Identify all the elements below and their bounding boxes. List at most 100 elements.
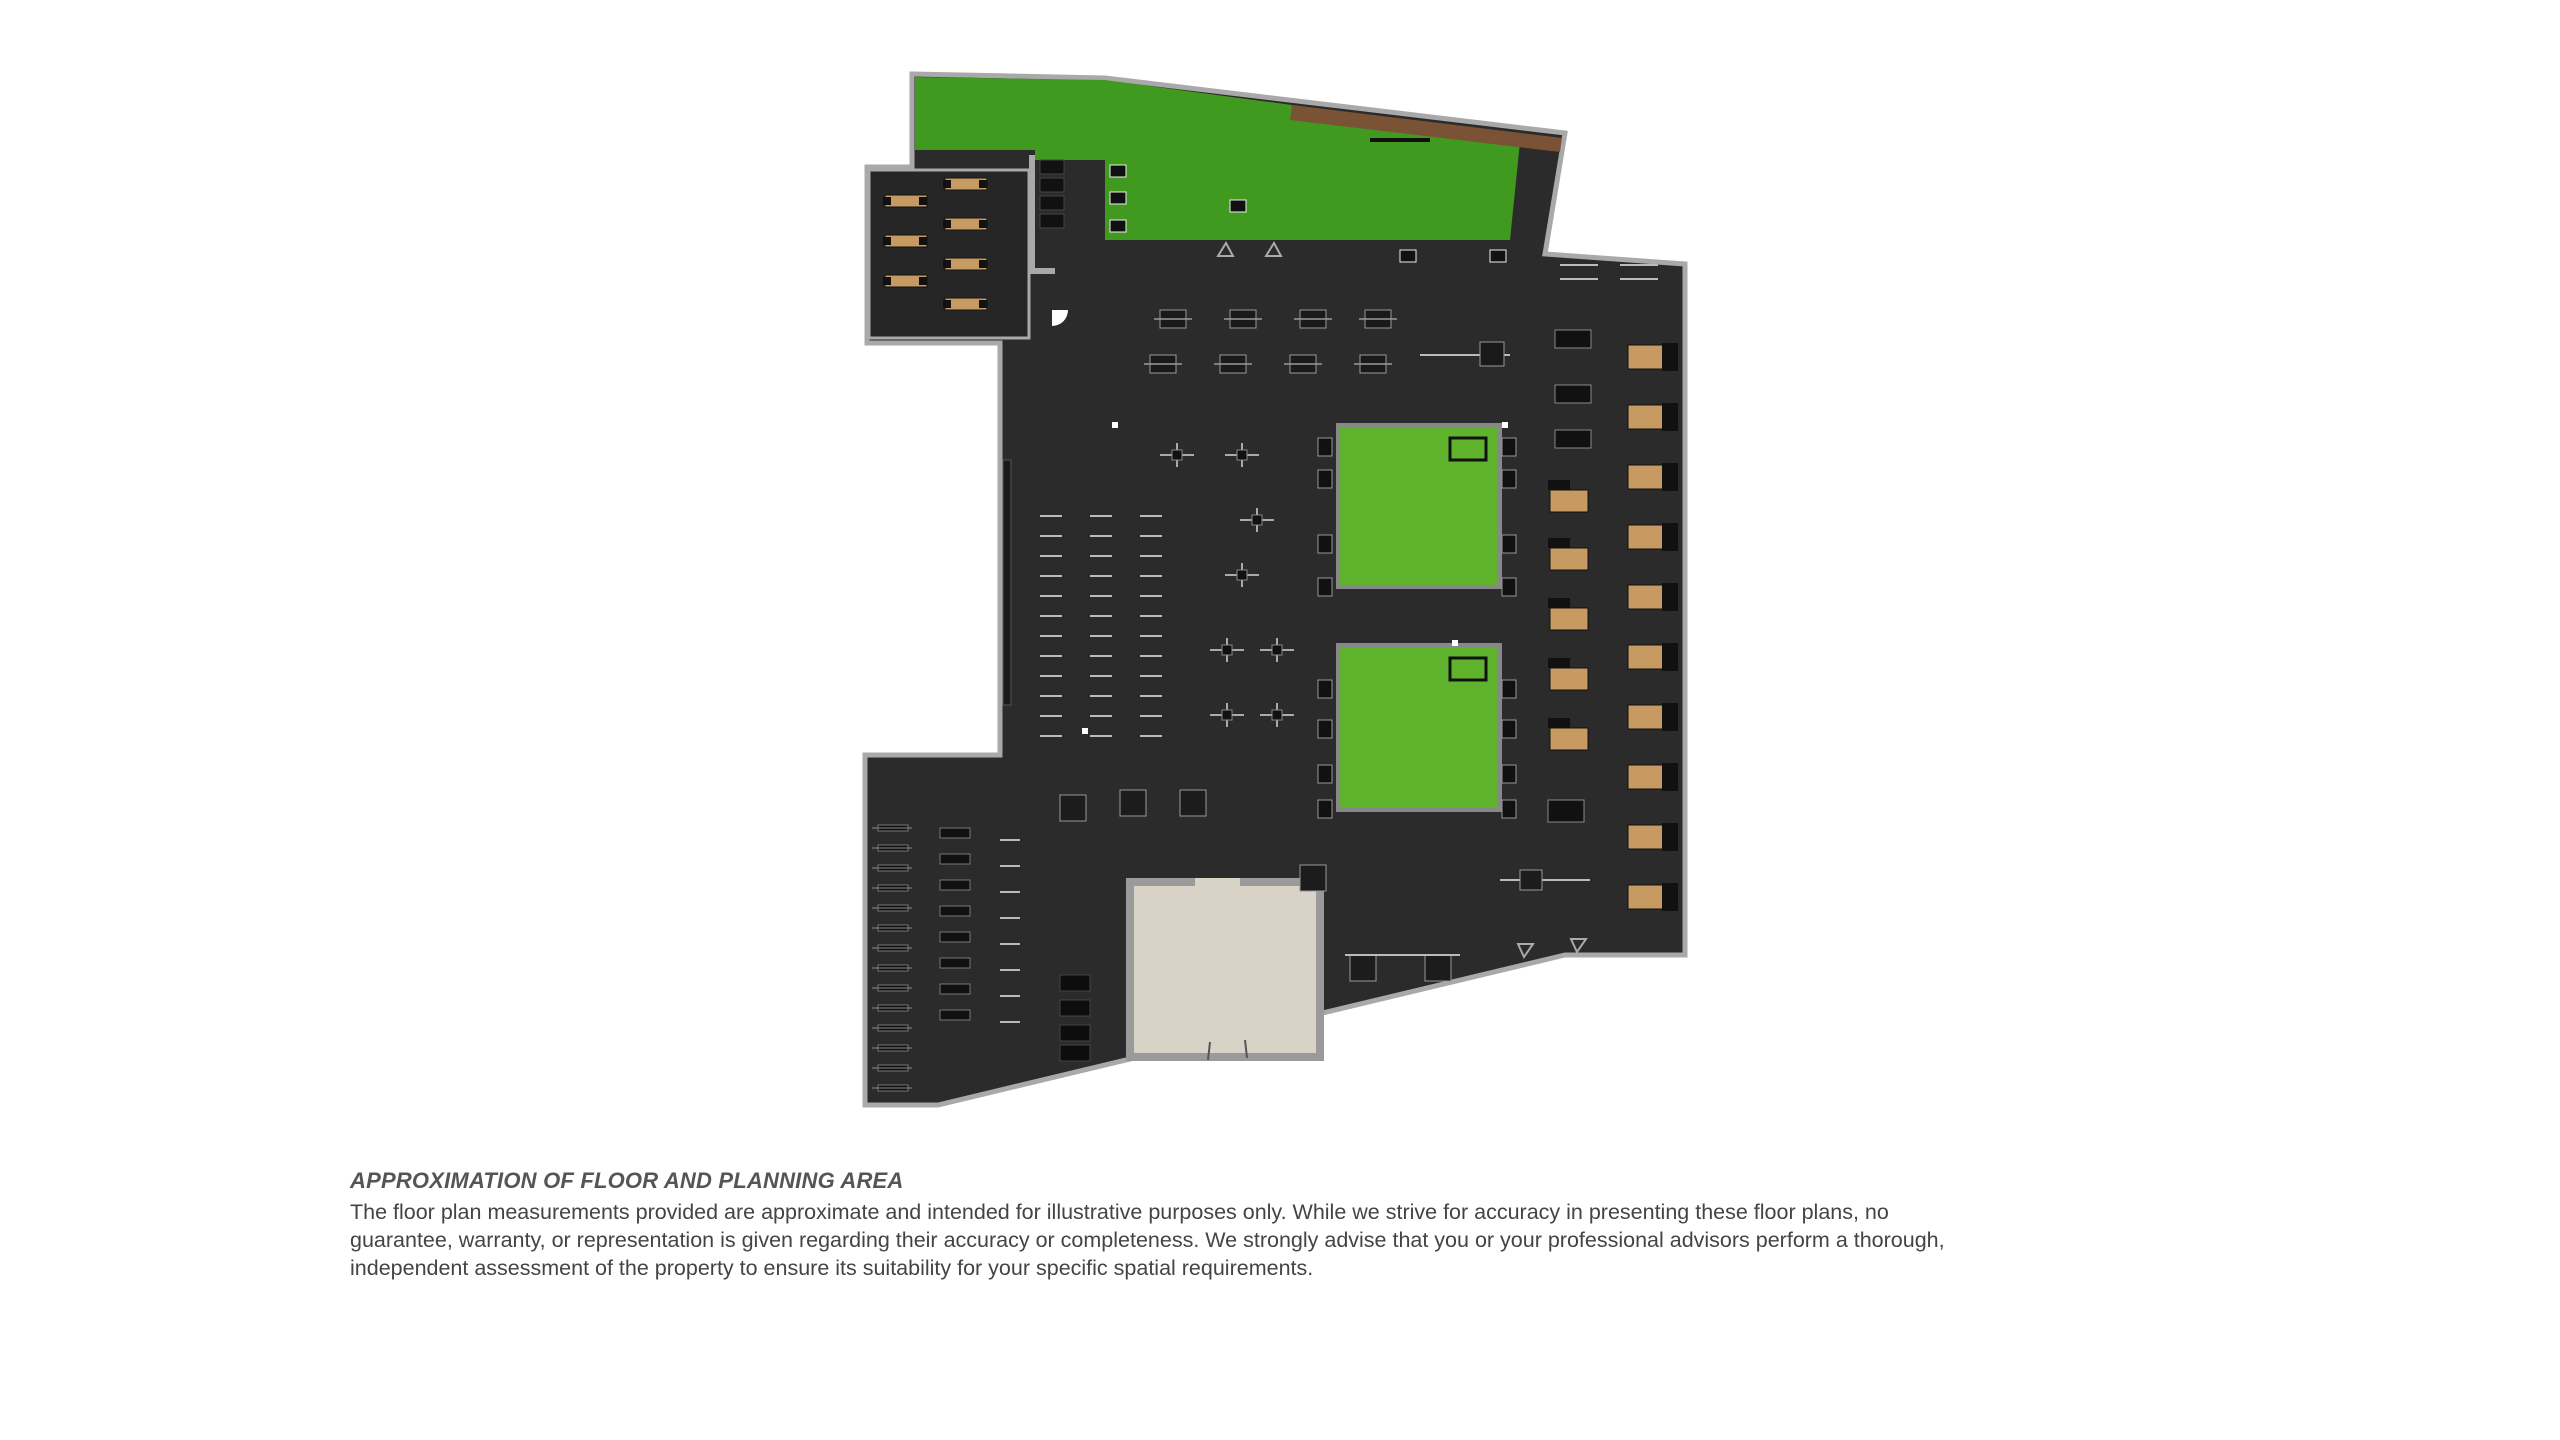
wooden-deck bbox=[1290, 105, 1562, 152]
rack-icon bbox=[1501, 799, 1517, 819]
turf-court-lower bbox=[1336, 643, 1502, 812]
rack-icon bbox=[1479, 341, 1505, 367]
treadmill-icon bbox=[1548, 598, 1570, 608]
disclaimer-text: The floor plan measurements provided are… bbox=[350, 1200, 1945, 1280]
treadmill-icon bbox=[1662, 403, 1678, 431]
rack-icon bbox=[1501, 577, 1517, 597]
bench-icon bbox=[979, 300, 987, 308]
bench-icon bbox=[943, 300, 951, 308]
door-icon bbox=[1052, 310, 1068, 326]
plate-machine-icon bbox=[1171, 449, 1183, 461]
bench-icon bbox=[939, 905, 971, 917]
treadmill-icon bbox=[1549, 489, 1589, 513]
treadmill-icon bbox=[1549, 667, 1589, 691]
bench-icon bbox=[1554, 429, 1592, 449]
equipment-layer bbox=[872, 138, 1678, 1092]
plate-machine-icon bbox=[1236, 569, 1248, 581]
weight-machine-icon bbox=[1489, 249, 1507, 263]
weight-machine-icon bbox=[1109, 191, 1127, 205]
plate-machine-icon bbox=[1221, 644, 1233, 656]
bench-icon bbox=[939, 853, 971, 865]
plyo-box-icon bbox=[1059, 974, 1091, 992]
bench-icon bbox=[1547, 799, 1585, 823]
plate-machine-icon bbox=[1221, 709, 1233, 721]
bench-icon bbox=[883, 237, 891, 245]
weight-machine-icon bbox=[1299, 864, 1327, 892]
floor-plan-drawing bbox=[862, 71, 1688, 1108]
disclaimer-block: APPROXIMATION OF FLOOR AND PLANNING AREA… bbox=[350, 1168, 1970, 1282]
rack-icon bbox=[1501, 719, 1517, 739]
weight-machine-icon bbox=[1349, 954, 1377, 982]
bench-icon bbox=[919, 277, 927, 285]
rack-icon bbox=[1317, 764, 1333, 784]
entrance-door-2 bbox=[1244, 1039, 1248, 1059]
rack-icon bbox=[1317, 534, 1333, 554]
bench-icon bbox=[939, 1009, 971, 1021]
treadmill-icon bbox=[1549, 727, 1589, 751]
rack-icon bbox=[1039, 213, 1065, 229]
treadmill-icon bbox=[1627, 704, 1667, 730]
treadmill-icon bbox=[1627, 464, 1667, 490]
studio-partition-bottom bbox=[1029, 268, 1055, 274]
bench-icon bbox=[939, 827, 971, 839]
ramp-marker-4 bbox=[1264, 240, 1283, 257]
treadmill-icon bbox=[1662, 763, 1678, 791]
treadmill-icon bbox=[1662, 463, 1678, 491]
rack-icon bbox=[1039, 177, 1065, 193]
bench-icon bbox=[883, 277, 891, 285]
sled-frame-upper bbox=[1448, 436, 1488, 462]
rack-icon bbox=[1501, 679, 1517, 699]
treadmill-icon bbox=[1662, 823, 1678, 851]
treadmill-icon bbox=[1662, 643, 1678, 671]
bench-icon bbox=[979, 260, 987, 268]
bench-icon bbox=[943, 220, 951, 228]
rack-icon bbox=[1317, 437, 1333, 457]
treadmill-icon bbox=[1662, 883, 1678, 911]
treadmill-icon bbox=[1548, 718, 1570, 728]
treadmill-icon bbox=[1627, 644, 1667, 670]
rack-icon bbox=[1317, 799, 1333, 819]
weight-machine-icon bbox=[1179, 789, 1207, 817]
floor-marker bbox=[1452, 640, 1458, 646]
bench-icon bbox=[979, 180, 987, 188]
plate-machine-icon bbox=[1236, 449, 1248, 461]
weight-machine-icon bbox=[1399, 249, 1417, 263]
plate-machine-icon bbox=[1271, 644, 1283, 656]
rack-icon bbox=[1501, 764, 1517, 784]
treadmill-icon bbox=[1548, 538, 1570, 548]
weight-machine-icon bbox=[1109, 164, 1127, 178]
treadmill-icon bbox=[1549, 547, 1589, 571]
treadmill-icon bbox=[1548, 480, 1570, 490]
weight-machine-icon bbox=[1119, 789, 1147, 817]
rack-icon bbox=[1519, 869, 1543, 891]
treadmill-icon bbox=[1627, 824, 1667, 850]
bench-icon bbox=[919, 197, 927, 205]
floor-marker bbox=[1082, 728, 1088, 734]
bench-icon bbox=[939, 879, 971, 891]
bench-icon bbox=[919, 237, 927, 245]
sled-frame-lower bbox=[1448, 656, 1488, 682]
bench-icon bbox=[1554, 384, 1592, 404]
rack-icon bbox=[1501, 534, 1517, 554]
treadmill-icon bbox=[1627, 404, 1667, 430]
plyo-box-icon bbox=[1059, 1044, 1091, 1062]
entrance-opening bbox=[1195, 878, 1240, 888]
bench-icon bbox=[939, 931, 971, 943]
rack-icon bbox=[1317, 577, 1333, 597]
weight-machine-icon bbox=[1109, 219, 1127, 233]
treadmill-icon bbox=[1548, 658, 1570, 668]
plyo-box-icon bbox=[1059, 999, 1091, 1017]
ramp-marker-2 bbox=[1569, 938, 1588, 955]
rack-icon bbox=[1039, 195, 1065, 211]
studio-partition bbox=[1029, 155, 1035, 273]
bench-icon bbox=[943, 180, 951, 188]
plate-machine-icon bbox=[1251, 514, 1263, 526]
treadmill-icon bbox=[1662, 703, 1678, 731]
outdoor-turf bbox=[915, 77, 1520, 240]
plyo-box-icon bbox=[1059, 1024, 1091, 1042]
bench-icon bbox=[1554, 329, 1592, 349]
treadmill-icon bbox=[1549, 607, 1589, 631]
rack-icon bbox=[1317, 719, 1333, 739]
bench-icon bbox=[939, 983, 971, 995]
floor-plan bbox=[862, 71, 1688, 1108]
